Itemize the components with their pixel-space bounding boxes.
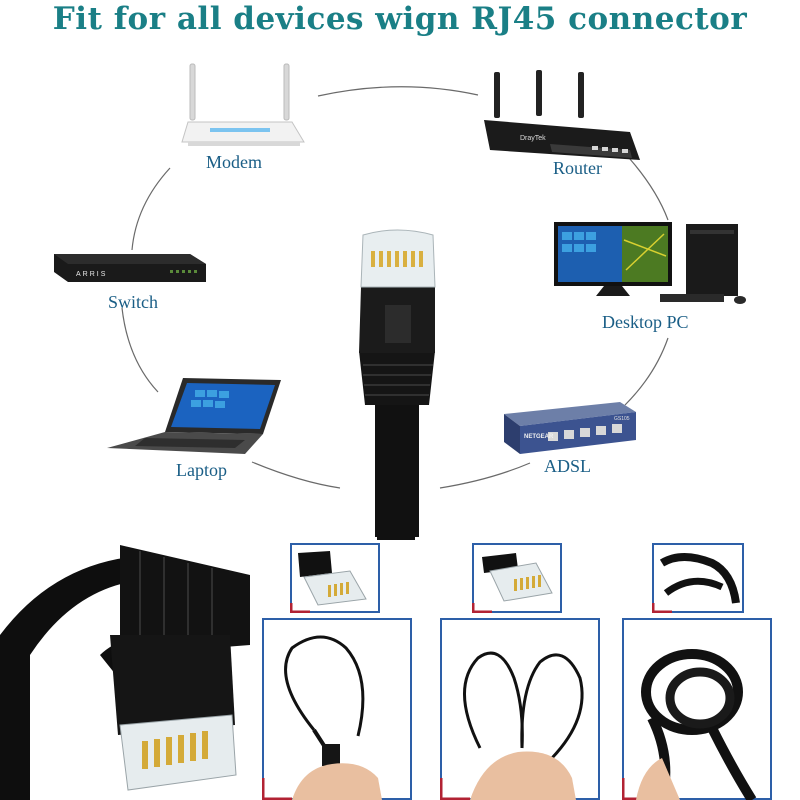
modem-image [181, 63, 305, 146]
adsl-brand-text: NETGEAR [524, 434, 554, 440]
large-flat-cable-connector [0, 545, 250, 800]
adsl-model-text: GS105 [614, 416, 630, 422]
switch-brand-text: ARRIS [76, 271, 107, 278]
panel-hand-looped-cable [440, 618, 600, 800]
arc-laptop-cable [251, 461, 341, 489]
arc-switch-laptop [121, 307, 159, 393]
router-image: DrayTek [484, 70, 640, 160]
device-label-modem: Modem [206, 152, 262, 172]
arc-modem-router [317, 86, 479, 97]
arc-adsl-cable [439, 462, 531, 489]
laptop-image [107, 378, 281, 454]
detail-panel-cable-bend [652, 543, 744, 613]
headline: Fit for all devices wign RJ45 connector [52, 1, 748, 37]
switch-image: ARRIS [54, 254, 206, 282]
panel-hand-holding-cable [262, 618, 412, 800]
router-brand-text: DrayTek [520, 135, 546, 142]
detail-panel-connector-top [290, 543, 380, 613]
center-rj45-connector [359, 229, 436, 540]
device-label-laptop: Laptop [176, 460, 227, 480]
desktop-pc-image [554, 222, 746, 304]
arc-desktop-adsl [624, 337, 669, 406]
device-label-adsl: ADSL [544, 456, 592, 476]
device-label-desktop-pc: Desktop PC [602, 312, 689, 332]
device-label-router: Router [553, 158, 602, 178]
adsl-switch-image: NETGEAR GS105 [504, 402, 636, 454]
detail-panel-connector-pins [472, 543, 562, 613]
panel-hand-knotted-cable [622, 618, 772, 800]
arc-modem-switch [131, 167, 171, 251]
device-label-switch: Switch [108, 292, 159, 312]
